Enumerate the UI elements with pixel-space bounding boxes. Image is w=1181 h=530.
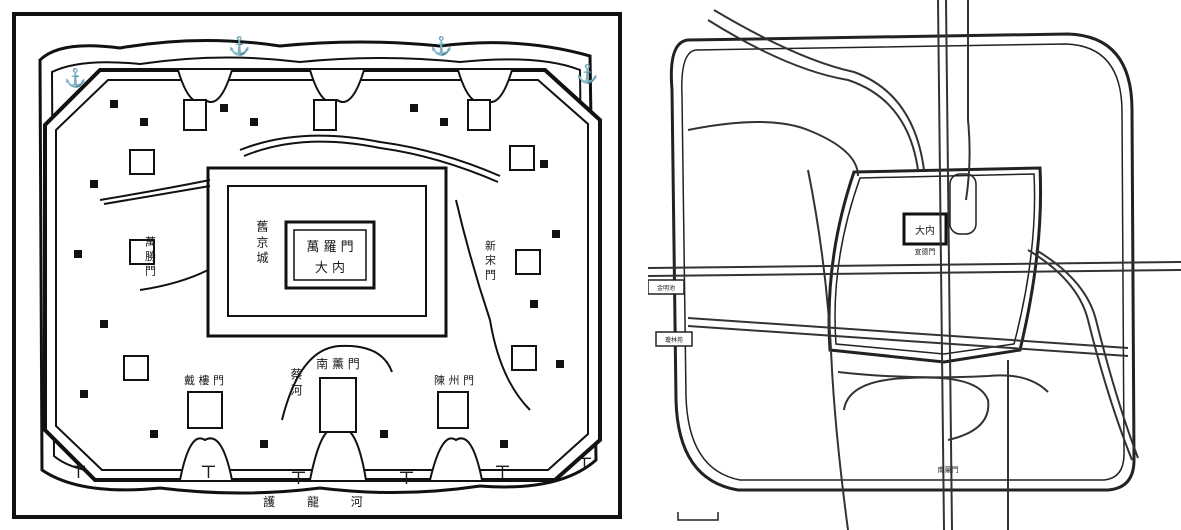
west-box2-label: 瓊林苑 — [665, 336, 683, 344]
old-city-label: 舊 京 城 — [255, 219, 269, 265]
bian-river — [239, 134, 501, 177]
moat-outer-line — [38, 38, 598, 495]
palace-inner-wall — [293, 229, 367, 281]
old-city-plan-svg: ⚓ ⚓ ⚓ ⚓ ⊤ ⊤ ⊤ ⊤ ⊤ ⊤ 萬 羅 門 大 内 舊 京 城 南 薰 門 戴 樓… — [12, 12, 622, 519]
palace-gate-label: 宣德門 — [915, 247, 936, 256]
west-box-2 — [655, 331, 693, 347]
city-schematic-map: 大内 宣德門 南薰門 金明池 瓊林苑 — [648, 0, 1181, 530]
svg-text:⊤: ⊤ — [398, 468, 415, 489]
svg-text:⚓: ⚓ — [430, 35, 452, 57]
outer-wall-inner — [681, 43, 1125, 481]
south-gate-label: 南薰門 — [938, 465, 959, 474]
outer-gates — [123, 69, 541, 481]
scale-bar — [677, 512, 719, 521]
inner-wall-inner — [834, 173, 1036, 355]
se-gate-label: 陳 州 門 — [434, 374, 474, 387]
svg-text:⊤: ⊤ — [70, 462, 87, 483]
bian-river — [243, 140, 499, 183]
west-box-label: 金明池 — [657, 284, 675, 292]
inner-gate-label: 萬 羅 門 — [306, 240, 353, 255]
outer-wall — [669, 32, 1136, 492]
inner-wall — [827, 166, 1043, 364]
palace-box — [902, 212, 948, 246]
svg-text:⚓: ⚓ — [576, 63, 598, 85]
wall-crenellations — [74, 100, 564, 448]
south-loop — [843, 376, 990, 441]
inner-court-label: 大 内 — [315, 260, 345, 276]
moat-label: 護 龍 河 — [263, 494, 377, 509]
river-segment — [139, 269, 209, 291]
cai-river-line — [281, 344, 393, 421]
city-schematic-svg: 大内 宣德門 南薰門 金明池 瓊林苑 — [648, 0, 1181, 530]
svg-text:⚓: ⚓ — [228, 35, 250, 57]
corner-markers: ⚓ ⚓ ⚓ ⚓ ⊤ ⊤ ⊤ ⊤ ⊤ ⊤ — [64, 35, 598, 489]
sw-gate-label: 戴 樓 門 — [184, 373, 224, 387]
svg-text:⊤: ⊤ — [494, 462, 511, 483]
east-gate-label: 新 宋 門 — [484, 239, 497, 281]
roads — [648, 0, 1181, 530]
cai-river-label: 蔡 河 — [289, 368, 303, 396]
svg-text:⚓: ⚓ — [64, 67, 86, 89]
river-segment — [99, 179, 211, 201]
river-segment — [103, 185, 211, 205]
svg-text:⊤: ⊤ — [200, 462, 217, 483]
outer-city-wall-inner — [55, 79, 589, 471]
inner-court-label: 大内 — [915, 224, 935, 237]
south-gate-label: 南 薰 門 — [316, 356, 360, 371]
west-gate-label: 萬 勝 門 — [144, 236, 157, 277]
west-box-1 — [648, 279, 685, 295]
old-city-plan-map: ⚓ ⚓ ⚓ ⚓ ⊤ ⊤ ⊤ ⊤ ⊤ ⊤ 萬 羅 門 大 内 舊 京 城 南 薰 門 戴 樓… — [12, 12, 622, 519]
svg-text:⊤: ⊤ — [576, 454, 593, 475]
five-zhang-river — [455, 199, 531, 411]
gen-yue-garden — [949, 173, 977, 235]
svg-text:⊤: ⊤ — [290, 468, 307, 489]
palace-wall — [284, 220, 376, 290]
